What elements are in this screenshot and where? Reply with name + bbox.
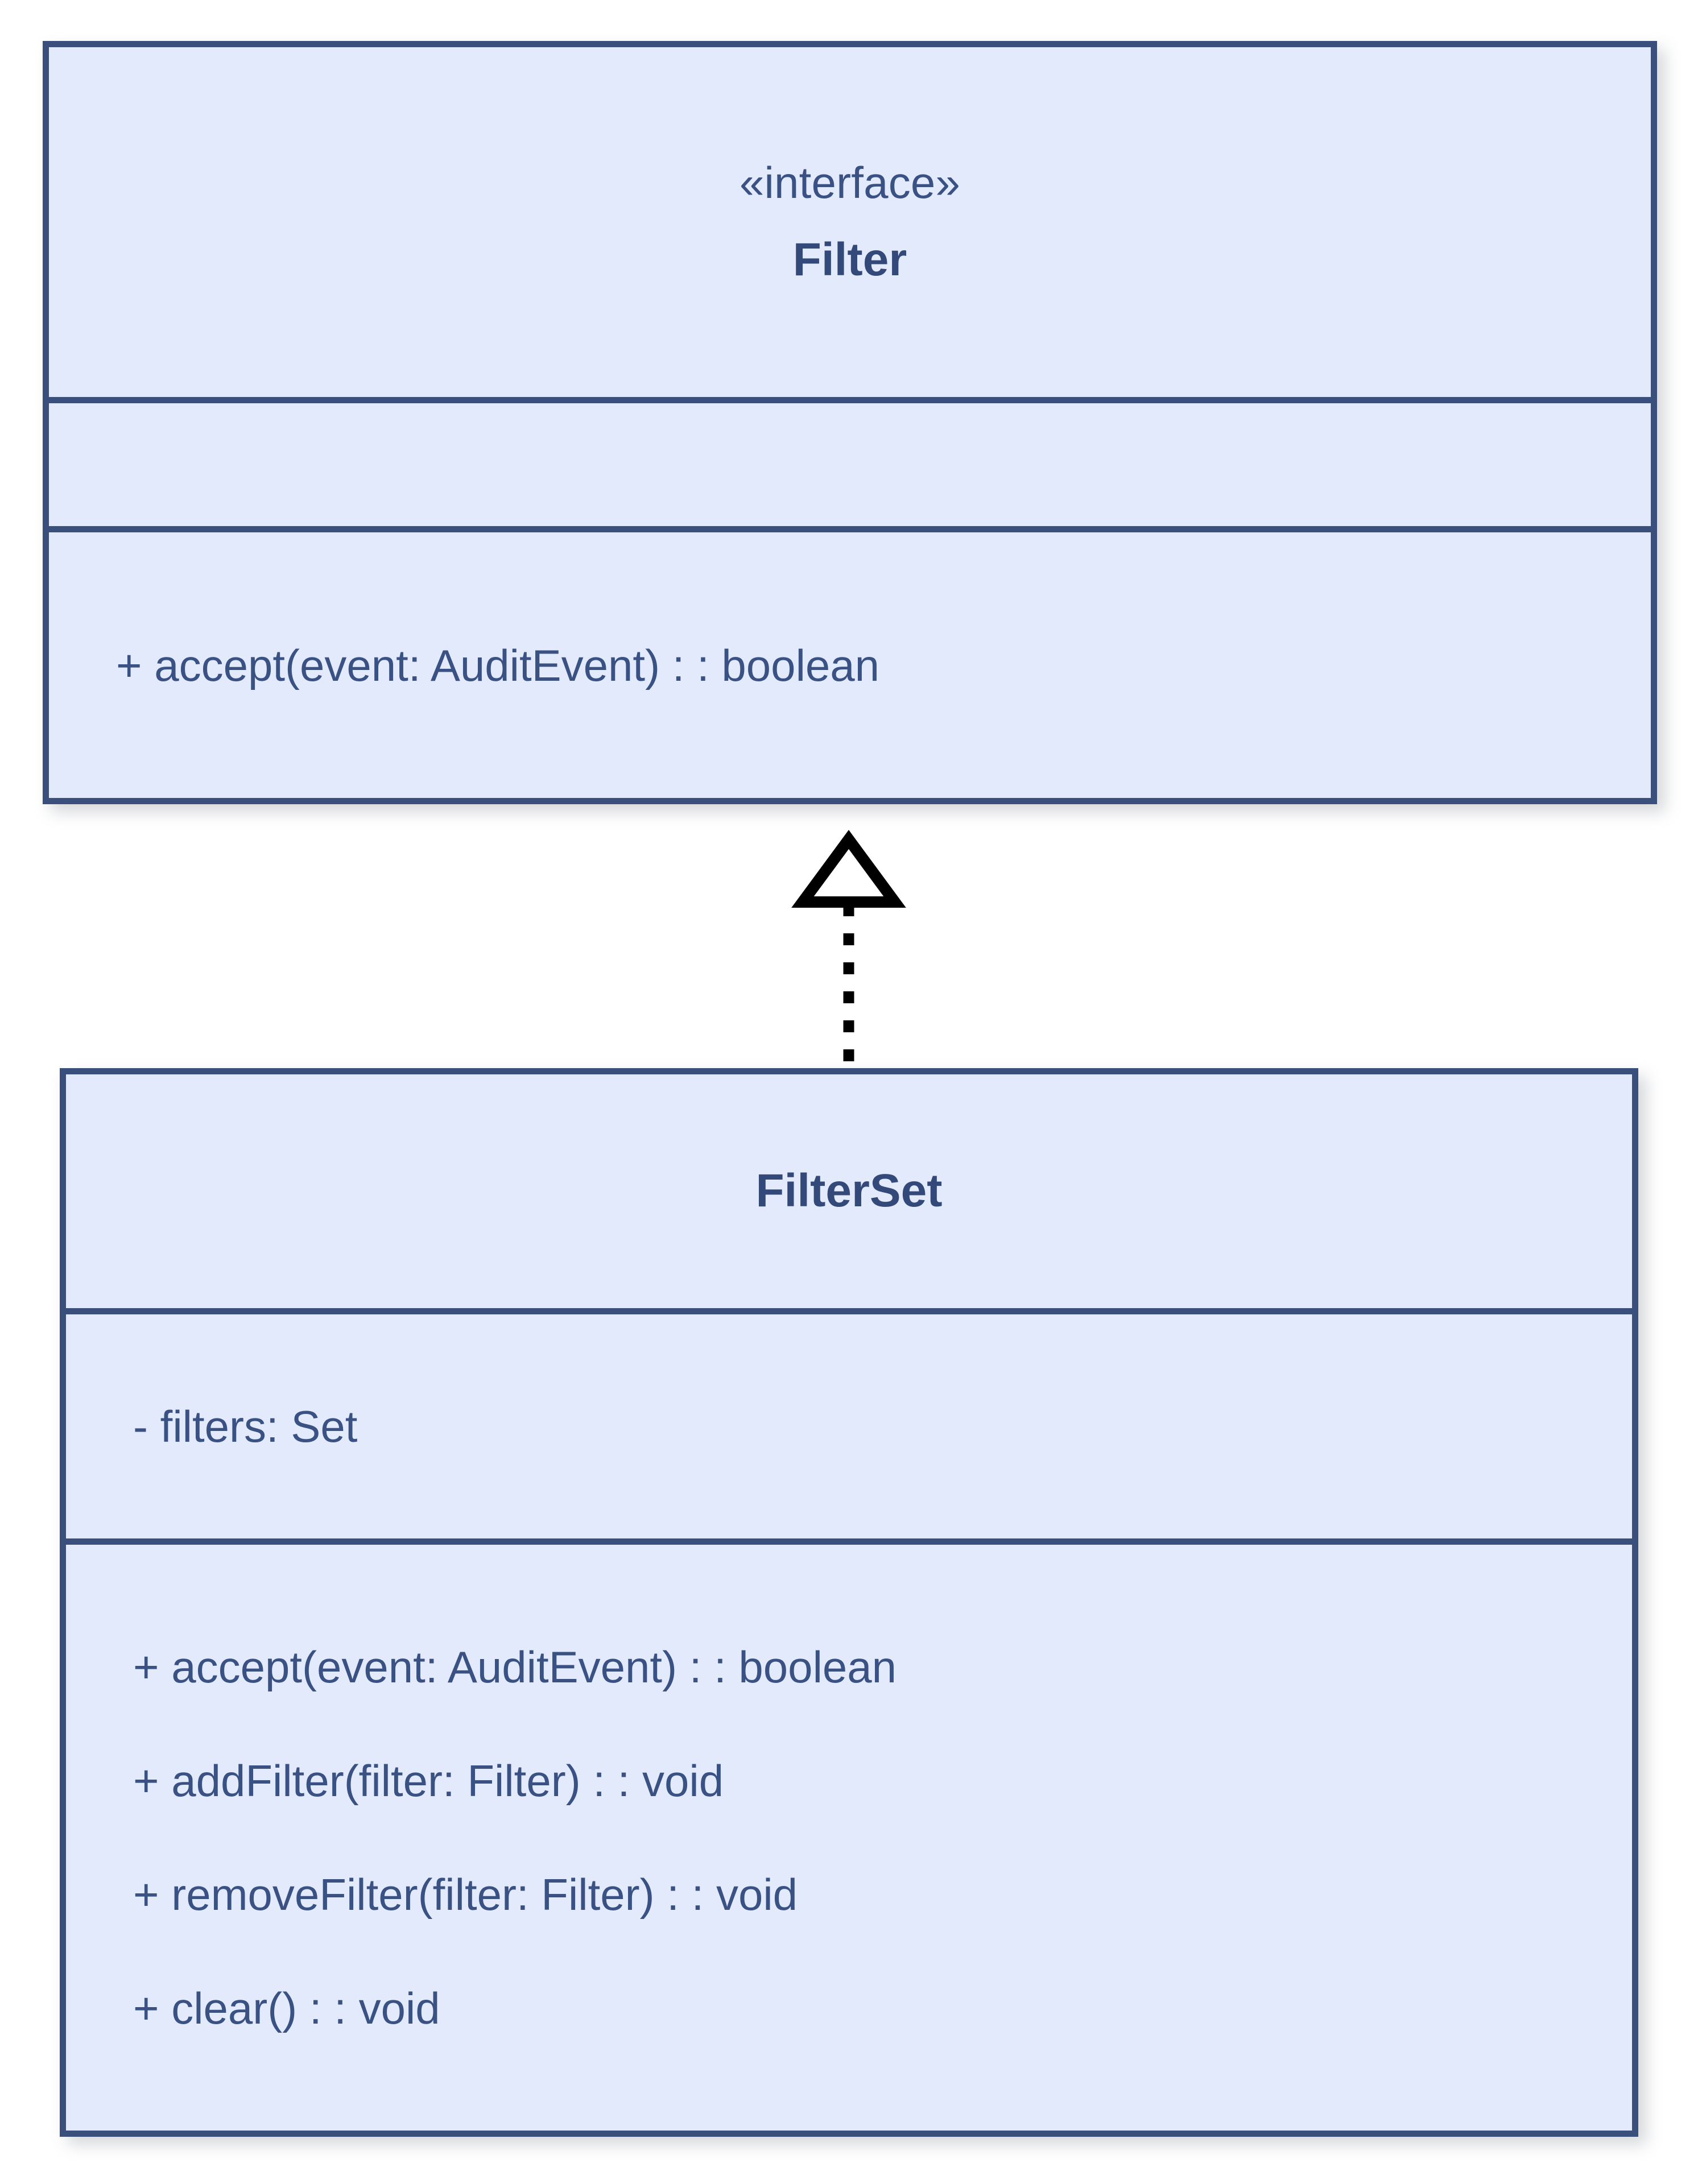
filter-operation-accept: + accept(event: AuditEvent) : : boolean xyxy=(116,640,880,690)
uml-class-filter[interactable]: «interface» Filter + accept(event: Audit… xyxy=(43,41,1657,804)
filterset-attributes-compartment: - filters: Set xyxy=(66,1308,1632,1538)
uml-class-filterset[interactable]: FilterSet - filters: Set + accept(event:… xyxy=(60,1068,1638,2137)
filter-operations-compartment: + accept(event: AuditEvent) : : boolean xyxy=(49,526,1651,798)
filterset-attribute-filters: - filters: Set xyxy=(133,1401,358,1451)
filterset-operation-remove-filter: + removeFilter(filter: Filter) : : void xyxy=(133,1869,798,1920)
filterset-operation-add-filter: + addFilter(filter: Filter) : : void xyxy=(133,1756,724,1806)
realization-connector-filterset-to-filter xyxy=(791,830,906,1086)
filterset-operations-compartment: + accept(event: AuditEvent) : : boolean … xyxy=(66,1538,1632,2131)
filter-class-name: Filter xyxy=(792,234,907,286)
filterset-class-name: FilterSet xyxy=(755,1165,943,1217)
filter-stereotype: «interface» xyxy=(739,157,961,208)
hollow-triangle-arrowhead-icon xyxy=(791,830,906,908)
filter-name-compartment: «interface» Filter xyxy=(49,47,1651,397)
filterset-operation-accept: + accept(event: AuditEvent) : : boolean xyxy=(133,1642,897,1692)
filter-attributes-compartment xyxy=(49,397,1651,526)
filterset-operation-clear: + clear() : : void xyxy=(133,1983,440,2033)
filterset-name-compartment: FilterSet xyxy=(66,1074,1632,1308)
